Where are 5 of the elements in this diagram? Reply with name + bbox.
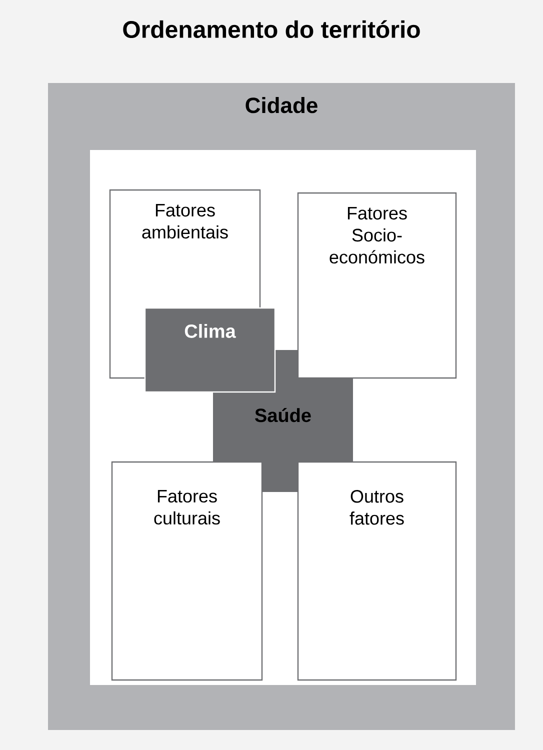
- title: Ordenamento do território: [123, 20, 420, 38]
- factor-box: Outros fatores: [297, 461, 457, 681]
- factor-box: Fatores culturais: [111, 461, 263, 681]
- climate-box: Clima: [144, 307, 276, 393]
- factor-box: Fatores Socio-económicos: [297, 192, 457, 379]
